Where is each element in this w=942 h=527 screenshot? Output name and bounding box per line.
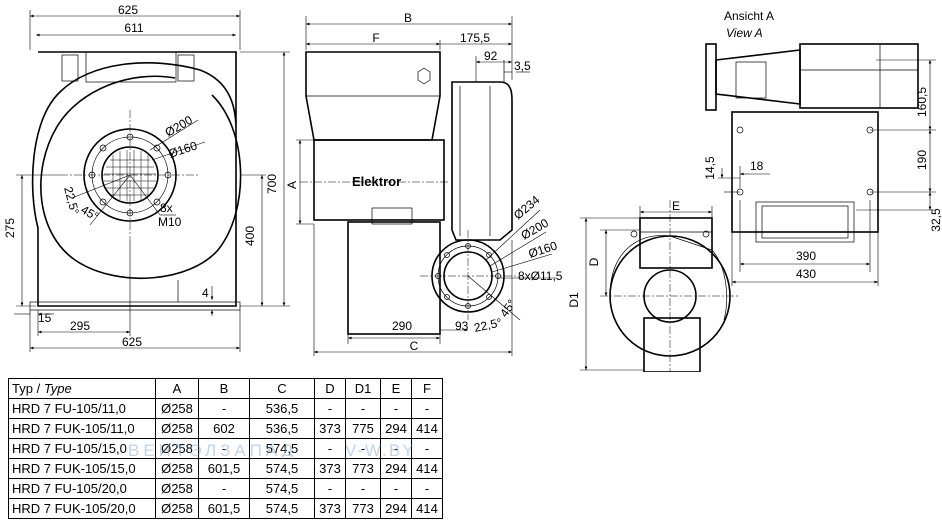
dim-1755: 175,5 xyxy=(460,31,490,45)
dim-93: 93 xyxy=(455,319,469,333)
dim-B: B xyxy=(404,11,412,25)
dim-A: A xyxy=(285,181,299,189)
front-housing xyxy=(31,51,237,307)
header-D1: D1 xyxy=(345,378,381,399)
front-view: 625 611 275 700 400 4 15 295 625 Ø200 Ø1… xyxy=(3,3,290,352)
dim-C: C xyxy=(410,339,419,353)
view-a-title-en: View A xyxy=(726,26,763,40)
cable-gland-right xyxy=(177,54,195,82)
side-view: Elektror xyxy=(285,11,563,356)
side-foot xyxy=(347,221,441,335)
header-B: B xyxy=(198,378,250,399)
terminal-box-top xyxy=(85,51,177,83)
dim-35: 3,5 xyxy=(514,59,531,73)
dim-295: 295 xyxy=(70,319,90,333)
watermark-left: ВЕНТЭЛЗАПАД xyxy=(128,441,298,460)
rear-view: E D D1 xyxy=(567,199,740,372)
side-foot-cap xyxy=(371,207,413,225)
dim-275: 275 xyxy=(3,218,17,238)
dim-18: 18 xyxy=(750,159,764,173)
dim-190: 190 xyxy=(915,150,929,170)
side-housing xyxy=(451,81,513,241)
table-row: HRD 7 FU-105/15,0 Ø258 - 574,5 - - - - xyxy=(8,438,443,459)
table-header-row: Typ / Type A B C D D1 E F xyxy=(8,378,443,399)
table-row: HRD 7 FUK-105/15,0 Ø258 601,5 574,5 373 … xyxy=(8,458,443,479)
dim-angle-225-side: 22,5° xyxy=(473,315,504,335)
dim-15: 15 xyxy=(38,311,52,325)
dim-325: 32,5 xyxy=(929,208,942,232)
dim-holes: 8xØ11,5 xyxy=(518,269,563,283)
header-type: Typ / Type xyxy=(8,378,156,399)
dim-d200-front: Ø200 xyxy=(163,113,196,140)
dim-145: 14,5 xyxy=(703,156,717,180)
front-scroll xyxy=(40,75,242,279)
dim-700: 700 xyxy=(265,174,279,194)
dim-angle-225-front: 22,5° xyxy=(61,185,82,216)
watermark-right: V-W.BY xyxy=(345,441,416,460)
dim-611: 611 xyxy=(124,21,143,35)
dim-1605: 160,5 xyxy=(915,87,929,117)
dim-92: 92 xyxy=(484,49,498,63)
header-E: E xyxy=(380,378,412,399)
table-row: HRD 7 FUK-105/11,0 Ø258 602 536,5 373 77… xyxy=(8,418,443,439)
dim-d160-side: Ø160 xyxy=(527,238,560,260)
dim-D1: D1 xyxy=(567,292,581,308)
dim-m10: M10 xyxy=(158,215,182,229)
table-row: HRD 7 FUK-105/20,0 Ø258 601,5 574,5 373 … xyxy=(8,498,443,519)
dimension-table: Typ / Type A B C D D1 E F HRD 7 FU-105/1… xyxy=(8,378,443,519)
view-a: Ansicht A View A xyxy=(703,9,942,286)
header-F: F xyxy=(411,378,443,399)
rear-motor-top xyxy=(639,217,713,269)
dim-400: 400 xyxy=(243,226,257,246)
dim-angle-45-front: 45° xyxy=(79,202,102,223)
header-A: A xyxy=(155,378,199,399)
hex-plug xyxy=(417,67,431,85)
dim-D: D xyxy=(587,257,601,266)
dim-4: 4 xyxy=(202,286,209,300)
header-D: D xyxy=(314,378,346,399)
dim-d160-front: Ø160 xyxy=(167,138,200,160)
brand-label: Elektror xyxy=(352,174,401,189)
view-a-title-de: Ansicht A xyxy=(724,9,774,23)
dim-E: E xyxy=(672,199,680,213)
table-row: HRD 7 FU-105/20,0 Ø258 - 574,5 - - - - xyxy=(8,478,443,499)
side-motor-body xyxy=(313,139,445,221)
view-a-foot xyxy=(755,201,855,243)
dim-625-bottom: 625 xyxy=(122,335,142,349)
view-a-motor xyxy=(799,43,919,109)
header-C: C xyxy=(249,378,315,399)
table-row: HRD 7 FU-105/11,0 Ø258 - 536,5 - - - - xyxy=(8,398,443,419)
dim-290: 290 xyxy=(392,319,412,333)
technical-drawing: 625 611 275 700 400 4 15 295 625 Ø200 Ø1… xyxy=(3,3,942,372)
dim-8x: 8x xyxy=(160,201,173,215)
view-a-flange xyxy=(705,43,717,111)
view-a-frame xyxy=(731,111,879,233)
cable-gland-left xyxy=(61,54,79,82)
dim-F: F xyxy=(372,31,379,45)
dim-390: 390 xyxy=(796,249,816,263)
dim-430: 430 xyxy=(796,267,816,281)
rear-base xyxy=(643,317,701,372)
dim-d234: Ø234 xyxy=(511,192,543,222)
dim-625-top: 625 xyxy=(118,3,138,17)
